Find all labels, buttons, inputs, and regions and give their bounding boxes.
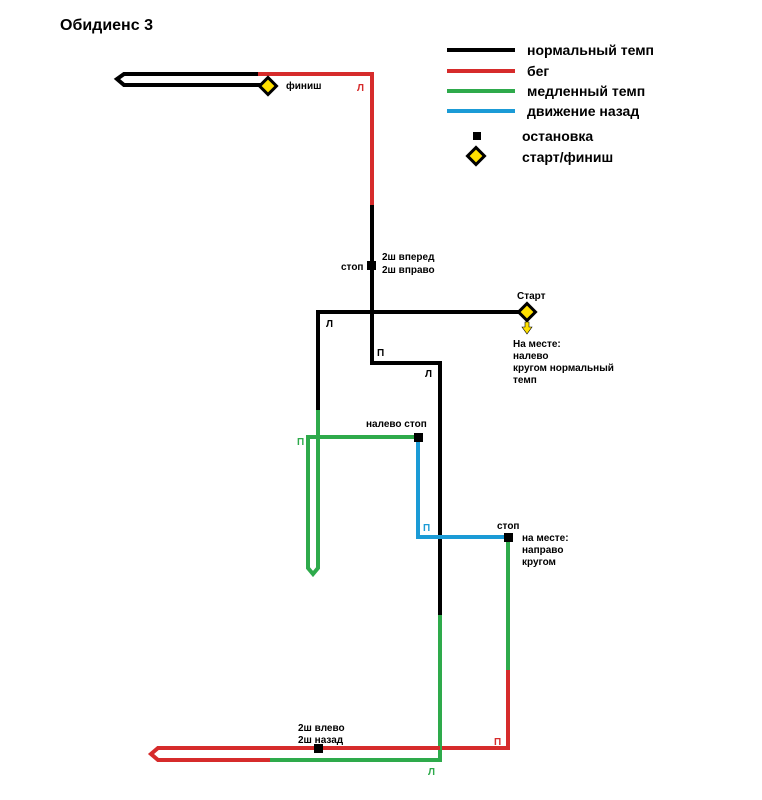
path-slow-hairpin [306, 410, 418, 578]
turn-marker-2: Л [326, 319, 333, 330]
turn-marker-4: Л [425, 369, 432, 380]
turn-marker-5: П [297, 437, 304, 448]
onplace-line3: кругом нормальный [513, 363, 614, 374]
legend-run-label: бег [527, 63, 549, 79]
path-run-bottom-right [440, 670, 510, 750]
legend-stop-icon [473, 132, 481, 140]
course-paths [113, 72, 527, 762]
legend: нормальный темп бег медленный темп движе… [447, 42, 654, 167]
start-direction-arrow [521, 321, 533, 335]
legend-stop-label: остановка [522, 128, 593, 144]
legend-normal-label: нормальный темп [527, 42, 654, 58]
onplace-line4: темп [513, 375, 537, 386]
onplace-line2: налево [513, 351, 549, 362]
stop-marker-top [367, 261, 376, 270]
right-onplace-line3: кругом [522, 557, 556, 568]
legend-slow-label: медленный темп [527, 83, 645, 99]
diagram-title: Обидиенс 3 [60, 17, 153, 34]
stop-marker-bottom [314, 744, 323, 753]
path-back [416, 437, 508, 539]
bottom-line2: 2ш назад [298, 735, 344, 746]
forward-line2: 2ш вправо [382, 265, 435, 276]
path-slow-bottom [268, 615, 442, 762]
legend-start-finish-label: старт/финиш [522, 149, 613, 165]
legend-back-label: движение назад [527, 103, 639, 119]
stop-mid-label: стоп [497, 521, 519, 532]
onplace-line1: На месте: [513, 339, 561, 350]
forward-line1: 2ш вперед [382, 252, 435, 263]
path-run-bottom-loop [147, 746, 440, 762]
turn-marker-3: П [377, 348, 384, 359]
path-normal-start [316, 310, 527, 410]
right-onplace-line2: направо [522, 545, 563, 556]
start-label: Старт [517, 291, 546, 302]
stop-marker-mid [504, 533, 513, 542]
turn-marker-7: П [494, 737, 501, 748]
start-marker [516, 301, 538, 323]
bottom-line1: 2ш влево [298, 723, 345, 734]
left-stop-label: налево стоп [366, 419, 427, 430]
path-normal-center [370, 205, 442, 615]
legend-start-finish-icon [465, 145, 487, 167]
turn-marker-1: Л [357, 83, 364, 94]
stop-marker-left [414, 433, 423, 442]
path-run-top [258, 72, 374, 205]
stop-top-label: стоп [341, 262, 363, 273]
turn-marker-6: П [423, 523, 430, 534]
right-onplace-line1: на месте: [522, 533, 569, 544]
finish-marker [257, 75, 279, 97]
turn-marker-8: Л [428, 767, 435, 778]
path-finish-loop [113, 72, 268, 87]
finish-label: финиш [286, 80, 321, 92]
